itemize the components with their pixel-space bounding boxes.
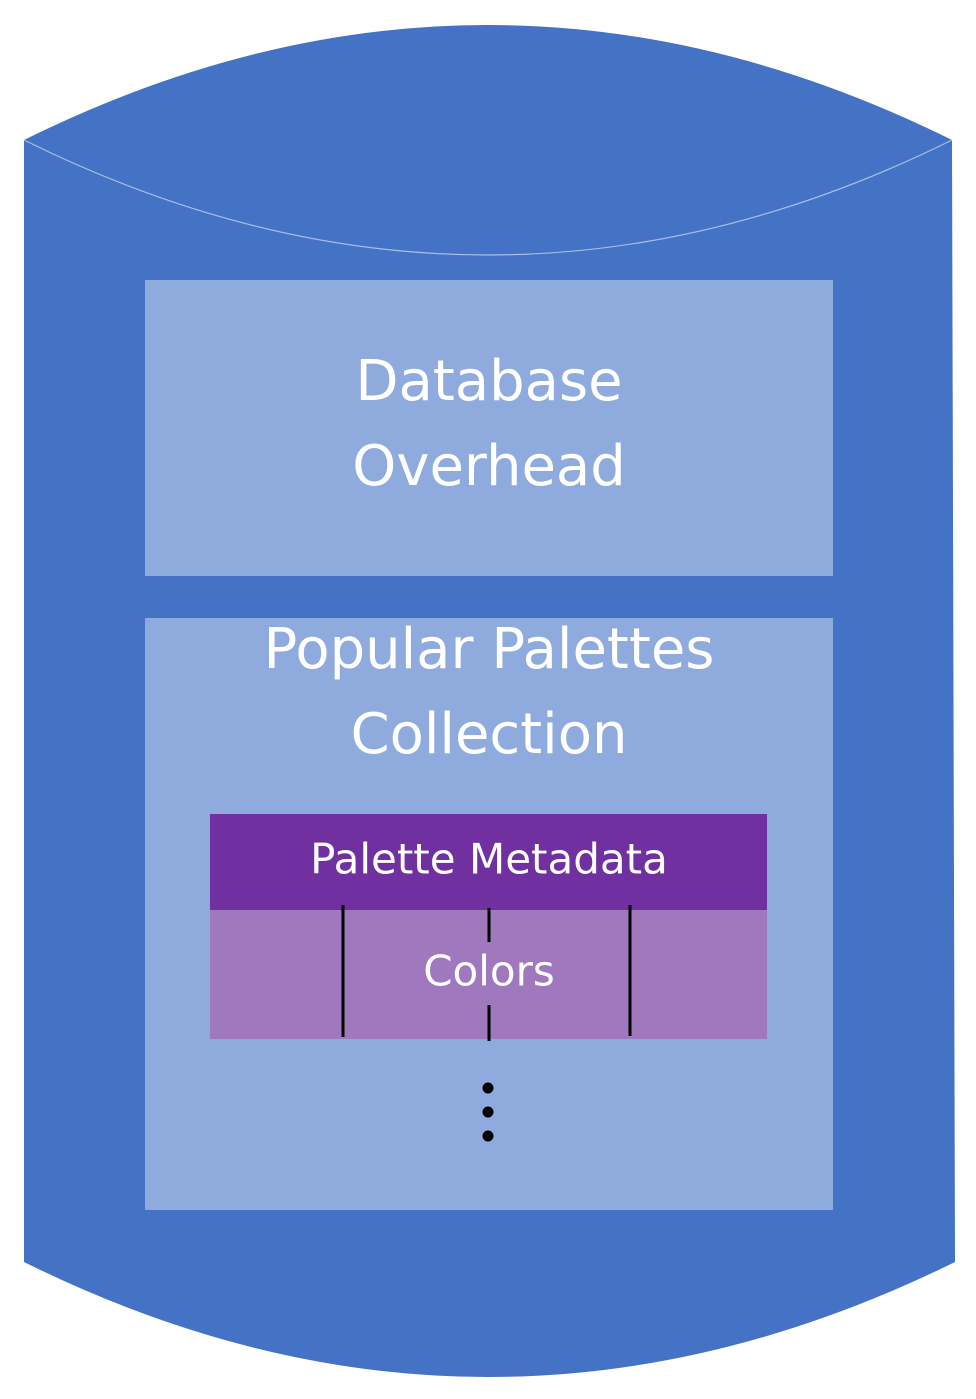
database-overhead-label-line1: Database <box>355 349 622 414</box>
palette-metadata-label: Palette Metadata <box>310 835 668 884</box>
vertical-ellipsis-icon <box>482 1082 494 1142</box>
collection-label-line1: Popular Palettes <box>264 617 715 682</box>
database-overhead-section <box>145 280 833 576</box>
database-cylinder-top-rim <box>23 139 953 256</box>
database-overhead-label-line2: Overhead <box>352 434 626 499</box>
palette-metadata-box <box>210 814 767 910</box>
colors-label: Colors <box>423 947 555 996</box>
collection-label-line2: Collection <box>351 702 628 767</box>
